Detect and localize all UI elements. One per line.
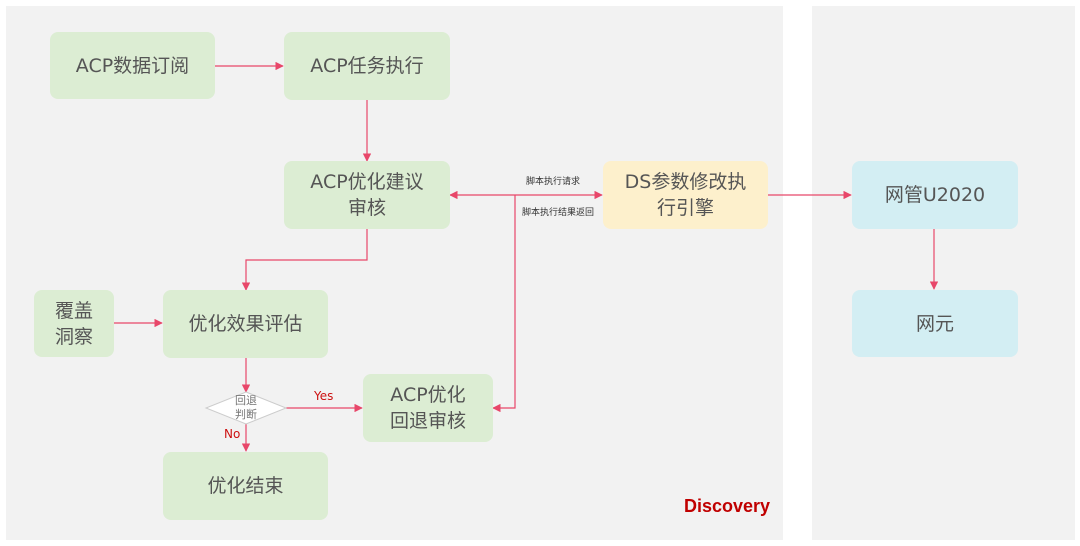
rollback-judge-label: 回退 判断: [235, 394, 257, 421]
script-request-label: 脚本执行请求: [526, 177, 581, 187]
ds-engine-node: DS参数修改执 行引擎: [603, 161, 768, 229]
network-panel: [812, 6, 1075, 540]
nms-u2020-node: 网管U2020: [852, 161, 1018, 229]
acp-review-node: ACP优化建议 审核: [284, 161, 450, 229]
no-label: No: [224, 427, 241, 441]
edge-review-evaluate: [241, 229, 368, 291]
discovery-brand-label: Discovery: [684, 496, 771, 516]
coverage-insight-node: 覆盖 洞察: [34, 290, 114, 357]
evaluate-node: 优化效果评估: [163, 290, 328, 358]
yes-label: Yes: [314, 389, 334, 403]
rollback-review-node: ACP优化 回退审核: [363, 374, 493, 442]
acp-task-node: ACP任务执行: [284, 32, 450, 100]
rollback-judge-diamond: [204, 391, 288, 425]
optimization-end-node: 优化结束: [163, 452, 328, 520]
edge-engine-rollback: [492, 195, 516, 413]
script-result-label: 脚本执行结果返回: [522, 208, 595, 218]
network-element-node: 网元: [852, 290, 1018, 357]
acp-subscribe-node: ACP数据订阅: [50, 32, 215, 99]
